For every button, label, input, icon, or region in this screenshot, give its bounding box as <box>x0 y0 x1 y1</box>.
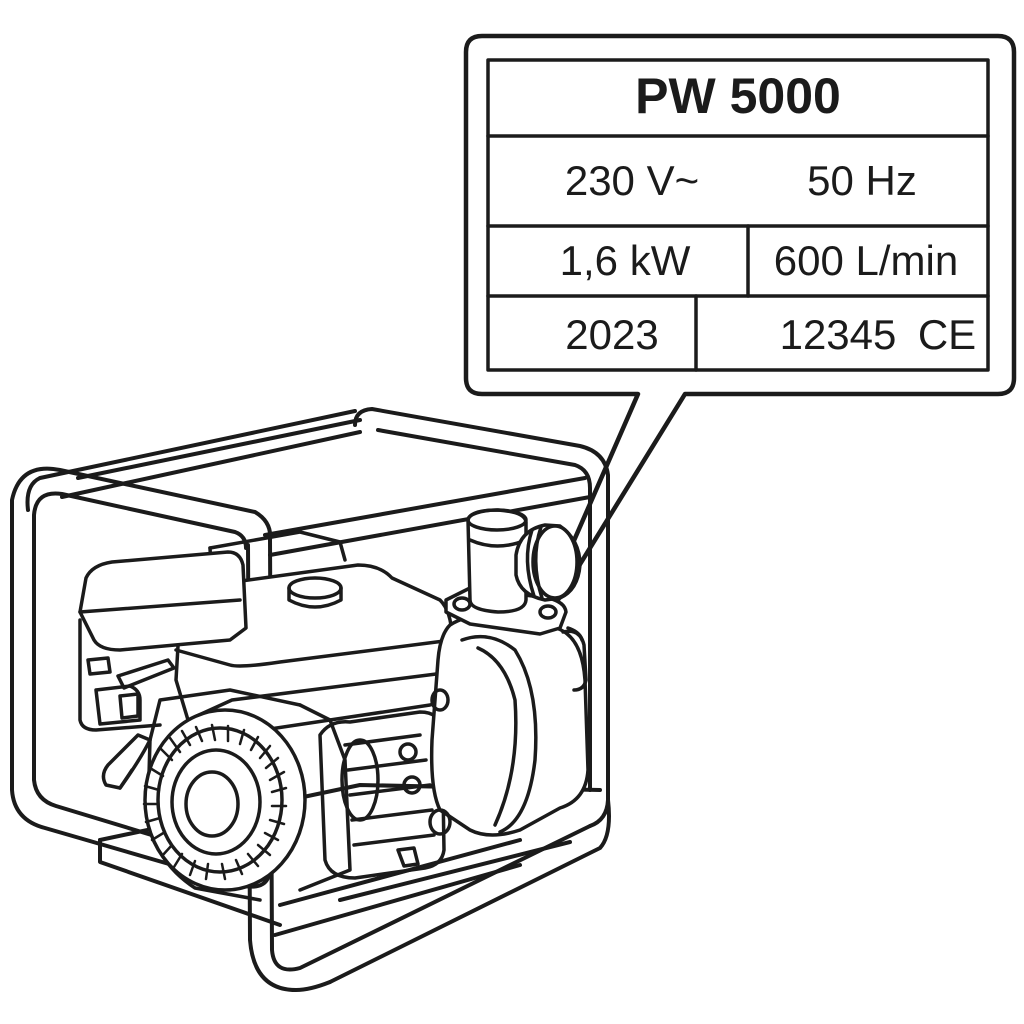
pump-body <box>428 508 590 837</box>
voltage-value: 230 V~ <box>565 157 699 204</box>
year-value: 2023 <box>565 311 658 358</box>
flow-rate-value: 600 L/min <box>774 237 958 284</box>
model-name: PW 5000 <box>635 68 841 124</box>
ce-mark: CE <box>918 311 976 358</box>
pump-frame <box>10 407 611 992</box>
rating-plate-text: PW 5000 230 V~ 50 Hz 1,6 kW 600 L/min 20… <box>560 68 977 358</box>
serial-number: 12345 <box>780 311 897 358</box>
engine <box>78 530 454 902</box>
power-value: 1,6 kW <box>560 237 691 284</box>
frequency-value: 50 Hz <box>807 157 917 204</box>
rating-plate <box>486 58 990 372</box>
